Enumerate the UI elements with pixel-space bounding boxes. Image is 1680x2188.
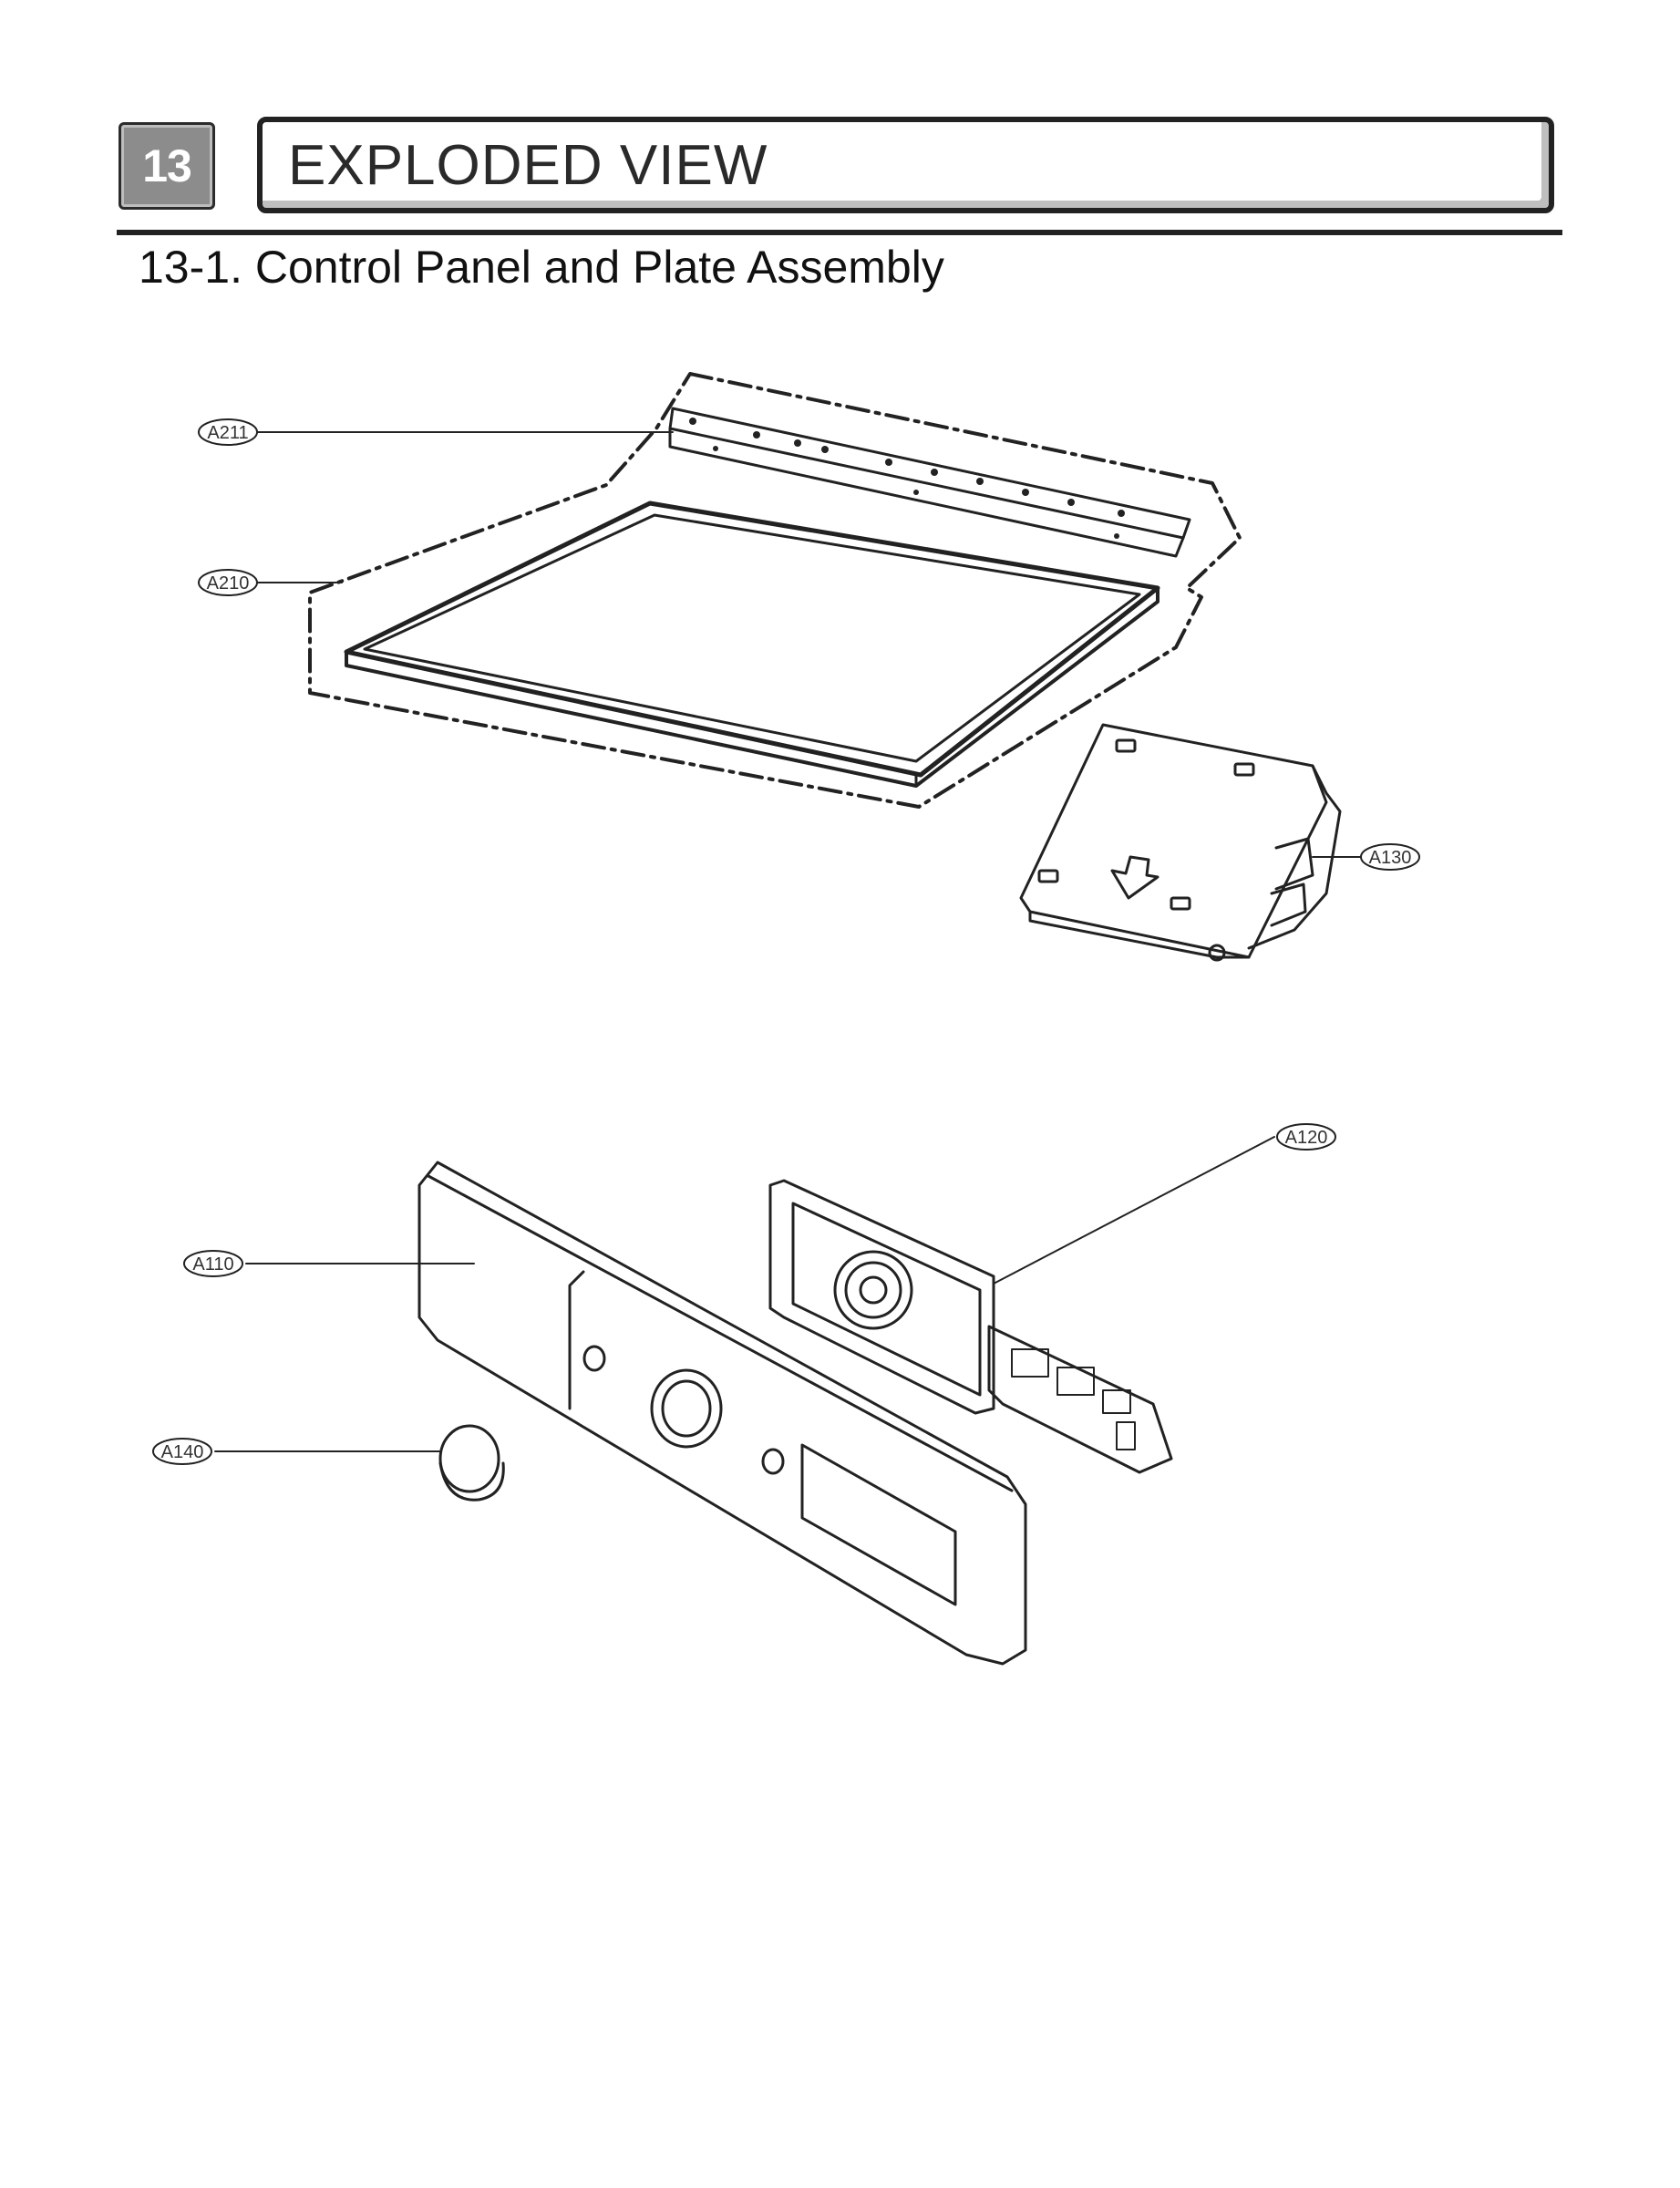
bracket-rail-part	[668, 407, 1191, 558]
section-subtitle: 13-1. Control Panel and Plate Assembly	[139, 242, 944, 293]
section-number-badge: 13	[119, 122, 215, 210]
knob-part	[438, 1424, 505, 1502]
assembly-boundary	[308, 372, 1242, 809]
callout-a130-label: A130	[1369, 848, 1412, 868]
control-box-part	[1019, 723, 1342, 962]
control-panel-part	[417, 1161, 1027, 1666]
callout-a211-label: A211	[207, 423, 248, 443]
header-rule	[117, 230, 1562, 235]
page-title: EXPLODED VIEW	[288, 133, 768, 197]
callout-a140-label: A140	[161, 1442, 204, 1462]
callout-a120-label: A120	[1285, 1128, 1328, 1148]
callout-a210-label: A210	[207, 573, 250, 593]
display-frame-part	[768, 1179, 1173, 1474]
callout-a110-label: A110	[192, 1254, 233, 1275]
page-title-box: EXPLODED VIEW	[257, 117, 1554, 213]
top-plate-part	[344, 501, 1160, 788]
section-number: 13	[142, 140, 192, 191]
